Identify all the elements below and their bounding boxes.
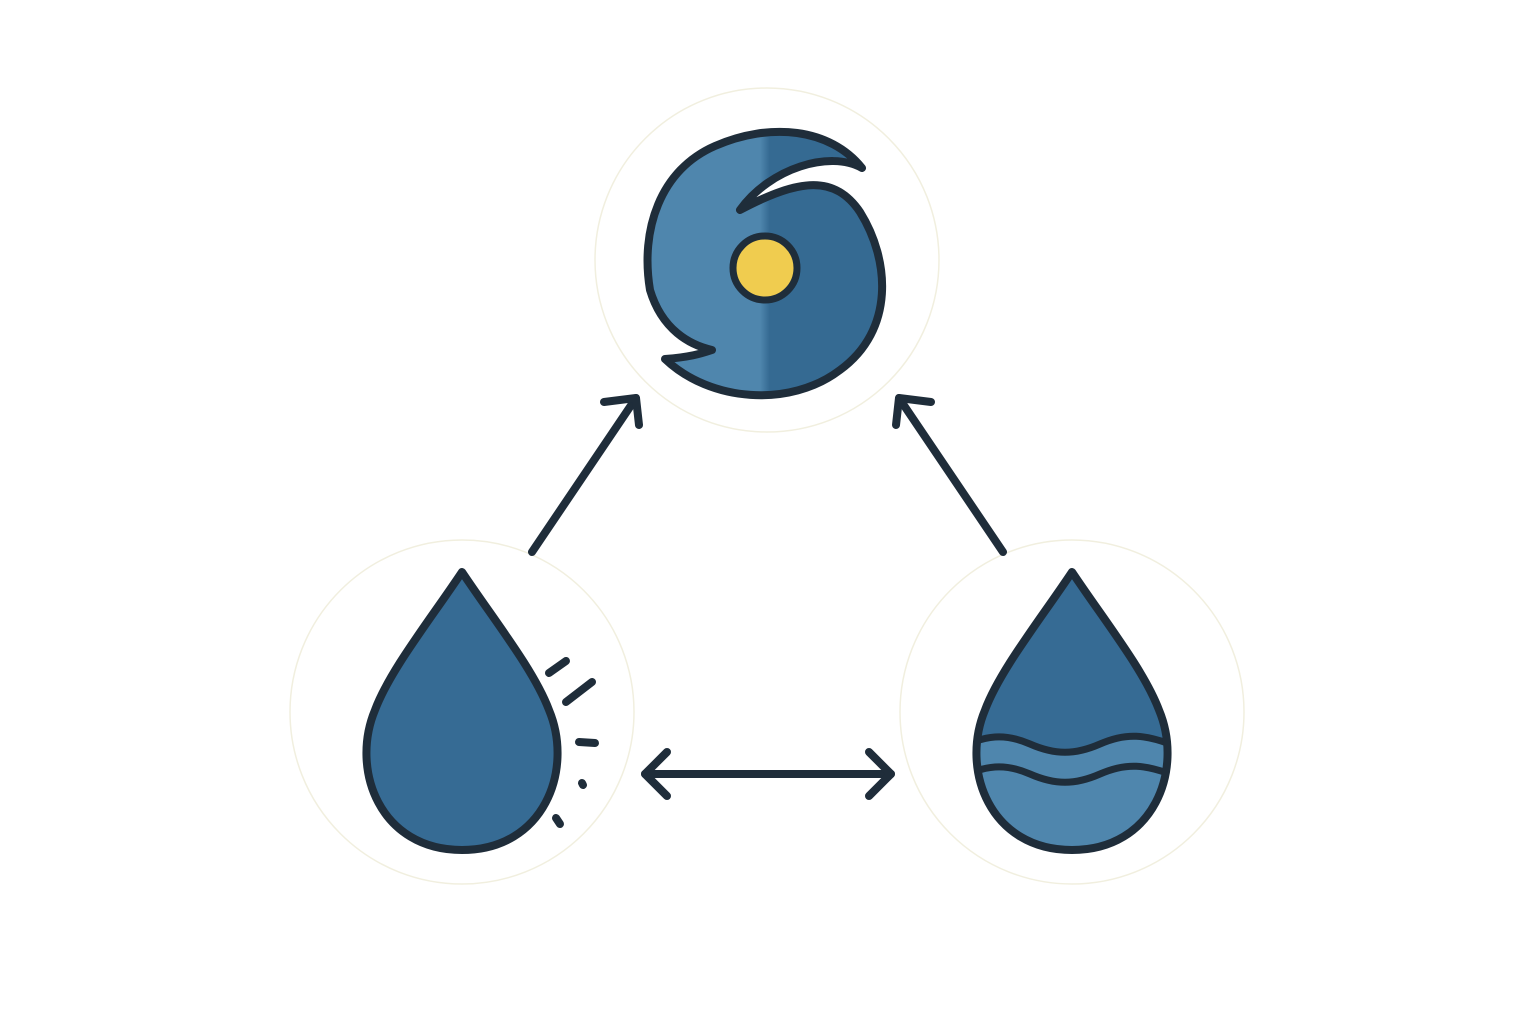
hurricane-eye [729, 232, 801, 304]
droplet-shape [362, 568, 562, 854]
droplet-water-fill [976, 736, 1168, 850]
droplet-outline [972, 568, 1172, 854]
hurricane-icon [643, 127, 887, 400]
wave-lines [976, 732, 1168, 786]
water-level-droplet-icon [972, 568, 1172, 854]
evaporation-dashes [545, 657, 599, 828]
double-arrow-evaporation-water-level [641, 748, 895, 800]
evaporation-droplet-icon [362, 568, 599, 854]
arrow-water-level-to-hurricane [892, 394, 1007, 556]
arrow-evaporation-to-hurricane [528, 394, 643, 556]
